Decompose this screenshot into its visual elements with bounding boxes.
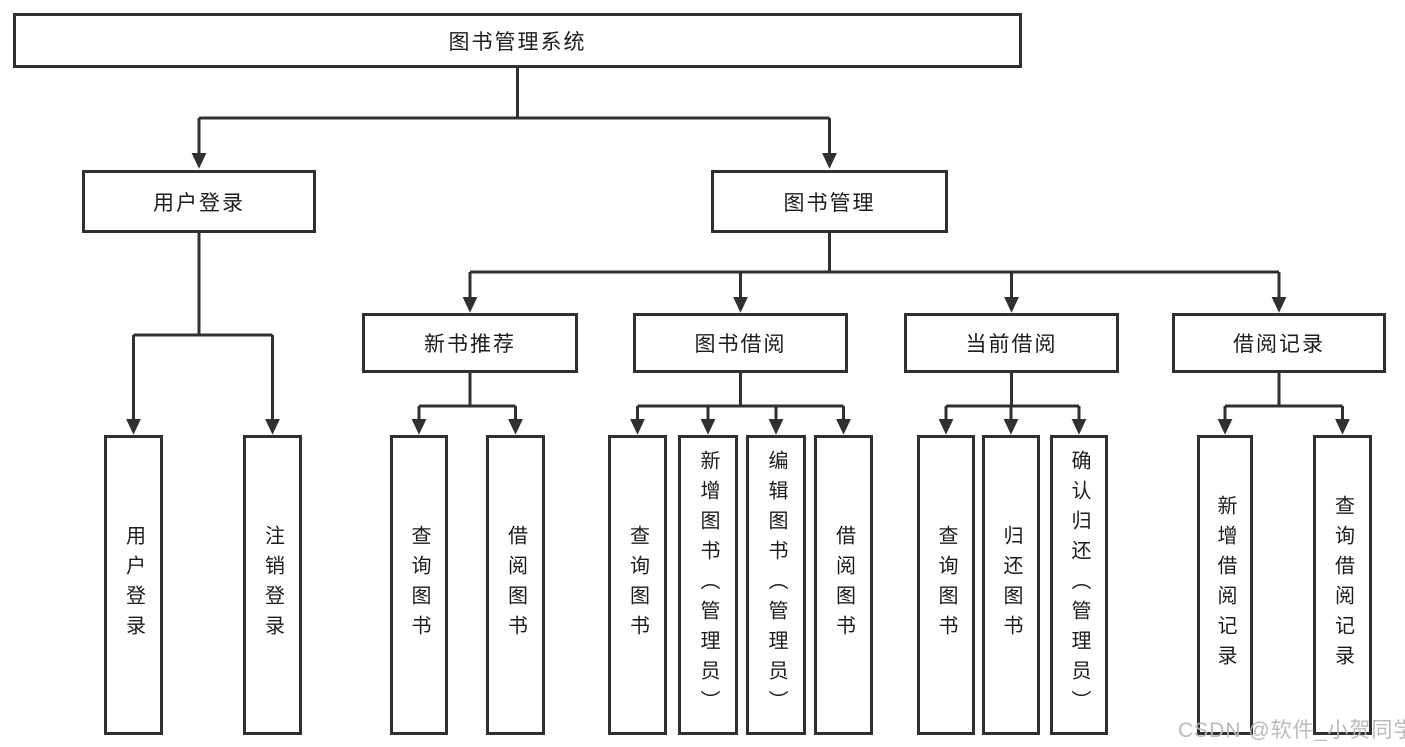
leaf-add-borrow-record: 新增借阅记录 — [1197, 435, 1253, 735]
node-user-login-label: 用户登录 — [153, 191, 245, 215]
leaf-query-books-2: 查询图书 — [608, 435, 667, 735]
leaf-add-borrow-record-label: 新增借阅记录 — [1214, 495, 1236, 675]
node-book-management-label: 图书管理 — [783, 191, 876, 215]
node-current-borrowing-label: 当前借阅 — [965, 333, 1058, 356]
leaf-confirm-return-admin: 确认归还（管理员） — [1050, 435, 1108, 735]
leaf-confirm-return-admin-label: 确认归还（管理员） — [1068, 450, 1090, 720]
node-new-book-recommend: 新书推荐 — [362, 313, 578, 373]
leaf-user-login: 用户登录 — [104, 435, 163, 735]
node-current-borrowing: 当前借阅 — [904, 313, 1119, 373]
leaf-logout-label: 注销登录 — [261, 525, 284, 645]
leaf-add-books-admin-label: 新增图书（管理员） — [697, 450, 719, 720]
leaf-logout: 注销登录 — [243, 435, 302, 735]
node-book-borrowing: 图书借阅 — [633, 313, 848, 373]
leaf-edit-books-admin-label: 编辑图书（管理员） — [765, 450, 787, 720]
leaf-query-borrow-record-label: 查询借阅记录 — [1331, 495, 1354, 675]
node-book-borrowing-label: 图书借阅 — [694, 333, 787, 356]
leaf-borrow-books-2: 借阅图书 — [814, 435, 873, 735]
node-root-label: 图书管理系统 — [448, 30, 587, 54]
leaf-user-login-label: 用户登录 — [122, 525, 145, 645]
leaf-edit-books-admin: 编辑图书（管理员） — [746, 435, 806, 735]
leaf-query-borrow-record: 查询借阅记录 — [1313, 435, 1372, 735]
leaf-return-books: 归还图书 — [982, 435, 1040, 735]
leaf-borrow-books-1: 借阅图书 — [486, 435, 545, 735]
leaf-query-books-1-label: 查询图书 — [408, 525, 430, 645]
leaf-return-books-label: 归还图书 — [1000, 525, 1022, 645]
leaf-query-books-3-label: 查询图书 — [935, 525, 957, 645]
leaf-add-books-admin: 新增图书（管理员） — [678, 435, 738, 735]
node-borrowing-records: 借阅记录 — [1172, 313, 1386, 373]
leaf-query-books-3: 查询图书 — [917, 435, 975, 735]
node-user-login: 用户登录 — [82, 170, 316, 233]
node-root: 图书管理系统 — [13, 13, 1022, 68]
node-new-book-recommend-label: 新书推荐 — [424, 333, 516, 356]
node-borrowing-records-label: 借阅记录 — [1233, 333, 1325, 356]
leaf-query-books-2-label: 查询图书 — [626, 525, 649, 645]
watermark: CSDN @软件_小贺同学 — [1178, 719, 1405, 742]
leaf-query-books-1: 查询图书 — [390, 435, 448, 735]
node-book-management: 图书管理 — [711, 170, 948, 233]
leaf-borrow-books-1-label: 借阅图书 — [504, 525, 527, 645]
leaf-borrow-books-2-label: 借阅图书 — [832, 525, 855, 645]
